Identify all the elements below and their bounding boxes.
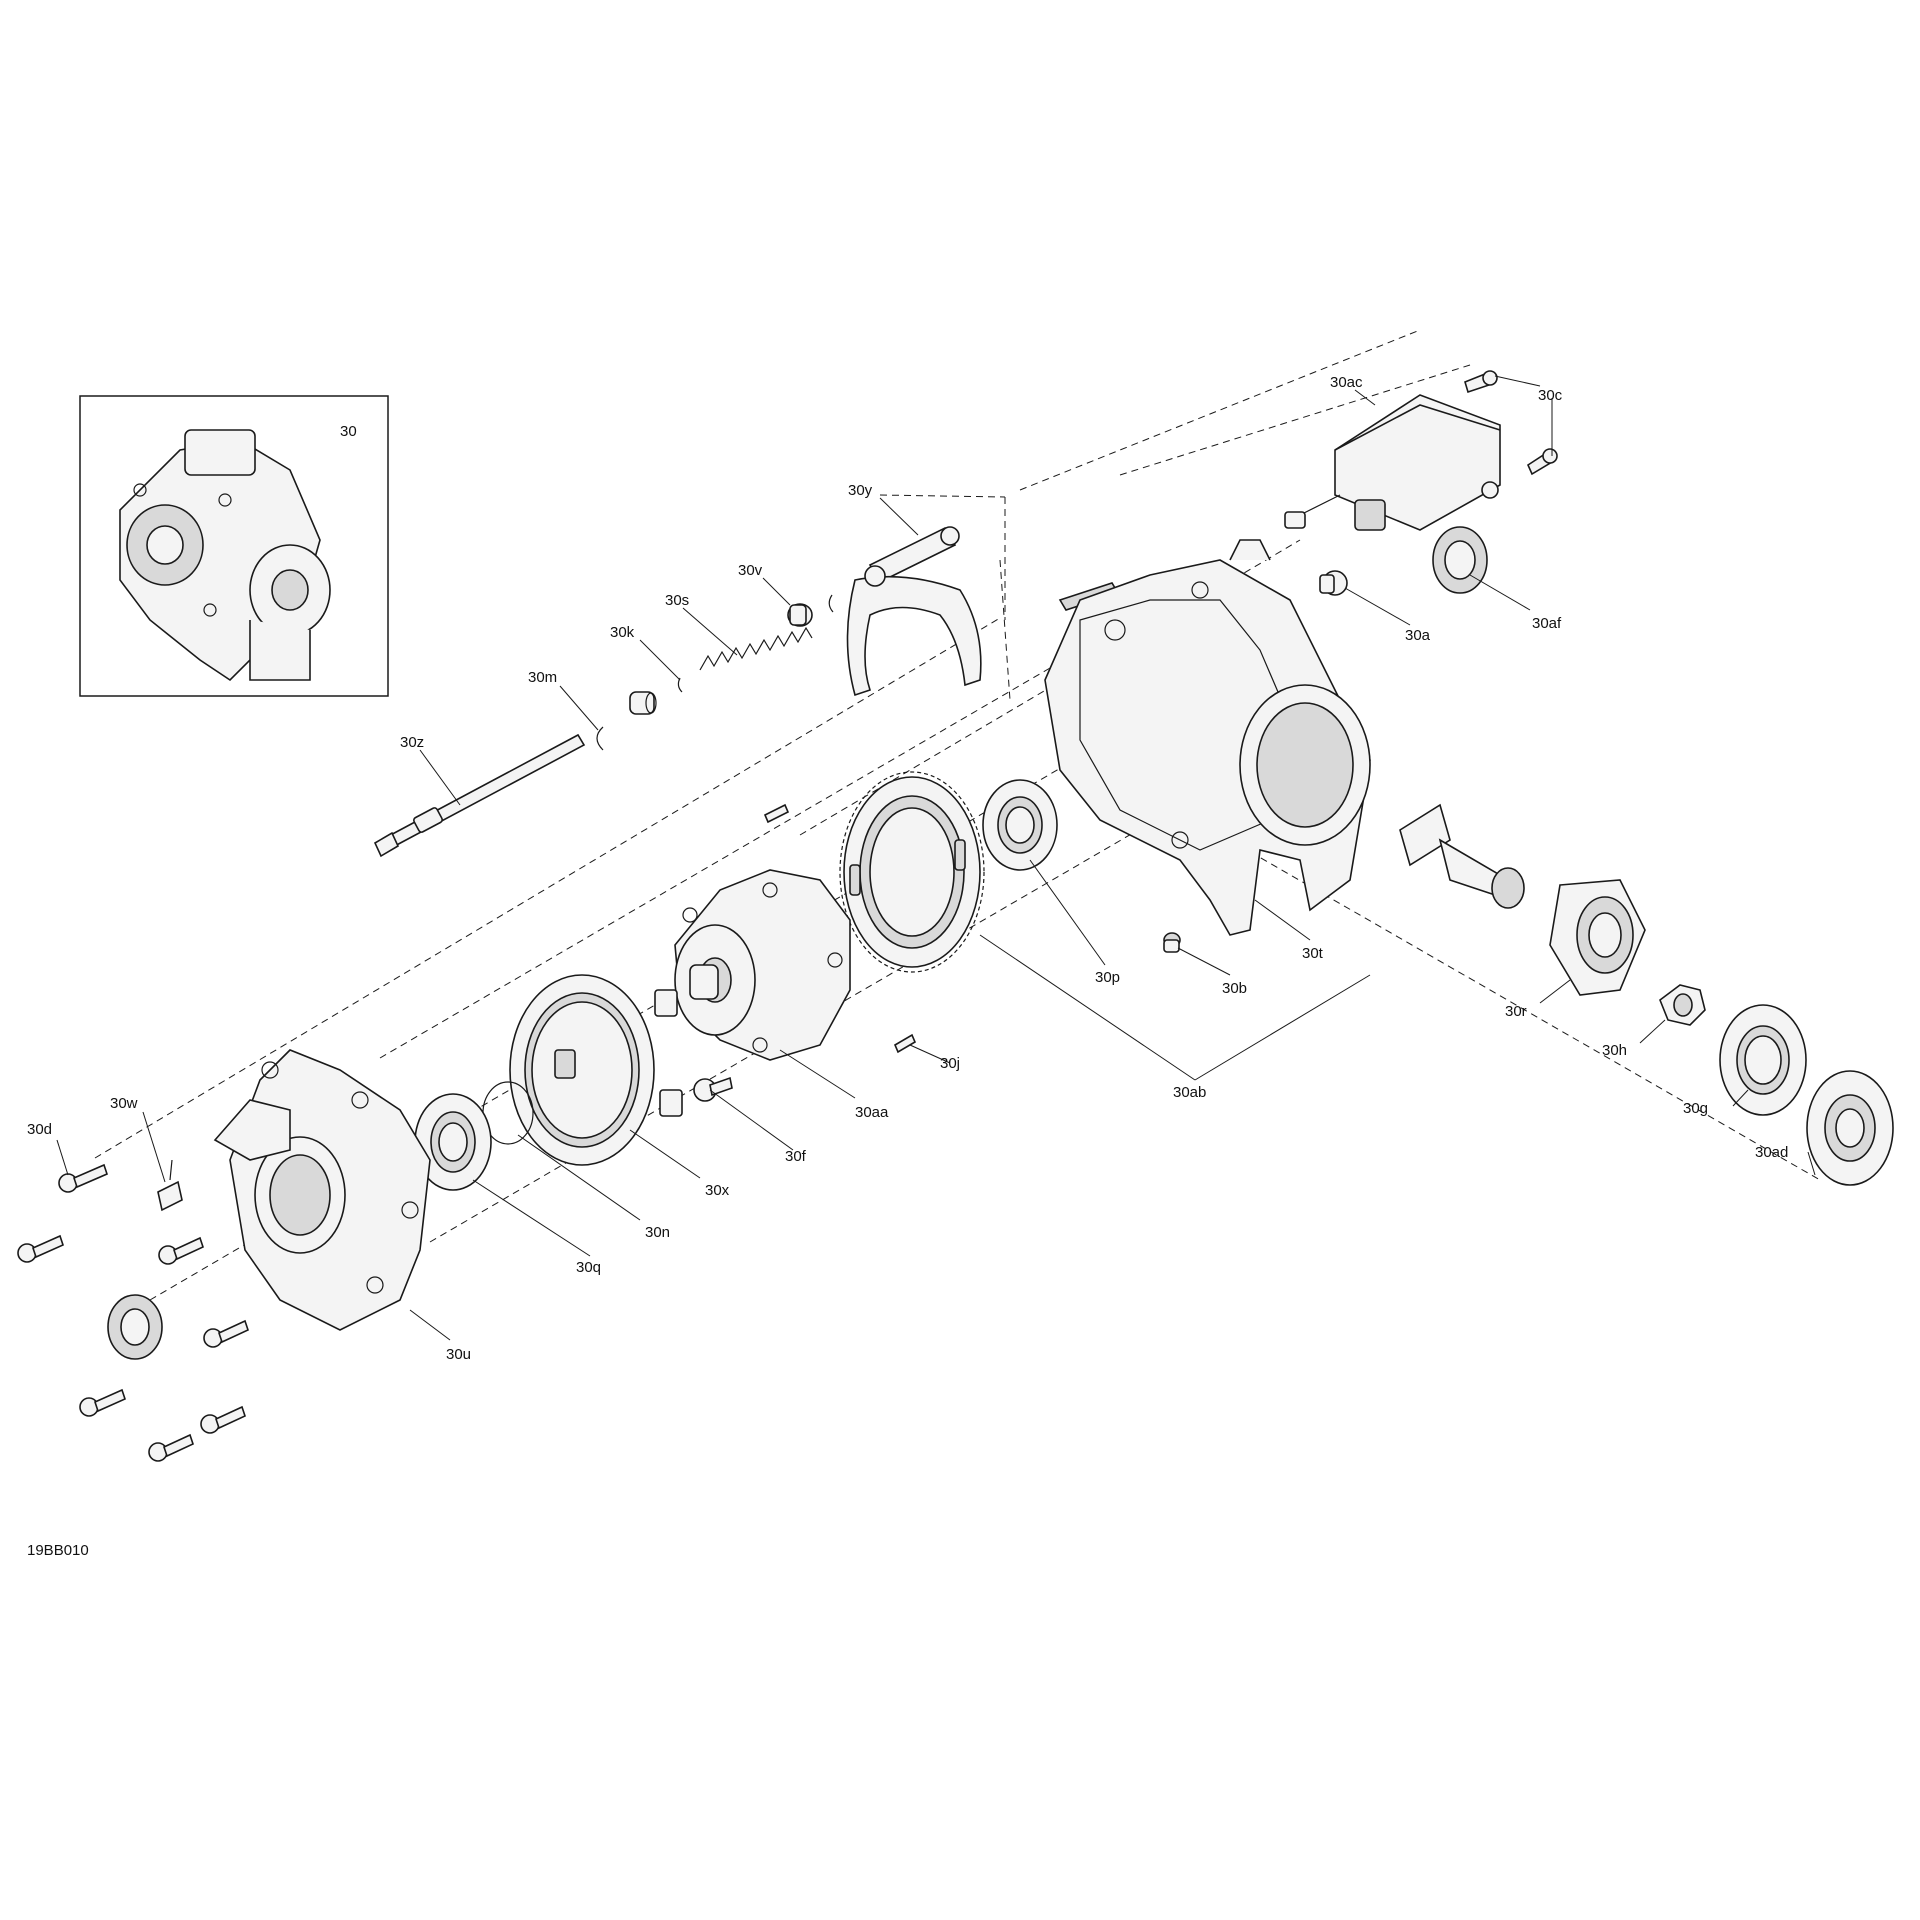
callout-30b: 30b: [1222, 980, 1247, 997]
callout-30af: 30af: [1532, 615, 1562, 632]
callout-30k: 30k: [610, 624, 635, 641]
collar-30k: [629, 677, 683, 715]
cover-oil-seal: [107, 1294, 163, 1360]
bolt-1: [58, 1163, 108, 1193]
bolt-2: [17, 1234, 64, 1263]
callout-30ac: 30ac: [1330, 374, 1363, 391]
differential-30aa: [674, 869, 851, 1061]
ring-gear-30ab: [839, 771, 985, 973]
callout-30v: 30v: [738, 562, 763, 579]
leader-lines: [56, 375, 1816, 1341]
callout-30x: 30x: [705, 1182, 730, 1199]
callout-30p: 30p: [1095, 969, 1120, 986]
bolt-6: [200, 1405, 246, 1434]
callout-30u: 30u: [446, 1346, 471, 1363]
callout-30ab: 30ab: [1173, 1084, 1206, 1101]
callout-30g: 30g: [1683, 1100, 1708, 1117]
callout-30q: 30q: [576, 1259, 601, 1276]
pinion-shaft: [1399, 803, 1525, 909]
callout-30ad: 30ad: [1755, 1144, 1788, 1161]
callout-30j: 30j: [940, 1055, 960, 1072]
bearing-30q: [414, 1093, 492, 1191]
callout-30t: 30t: [1302, 945, 1324, 962]
bolt-5: [79, 1388, 126, 1417]
callout-30h: 30h: [1602, 1042, 1627, 1059]
bolts-30d: [17, 1163, 249, 1462]
nut-30h: [1659, 984, 1706, 1026]
spring-30s: [699, 626, 813, 671]
actuator-30ac: [1284, 394, 1501, 531]
figure-code: 19BB010: [27, 1542, 89, 1559]
shift-rod-30z: [373, 733, 586, 858]
seal-30ad: [1806, 1070, 1894, 1186]
callout-30f: 30f: [785, 1148, 807, 1165]
screw-30f: [693, 1076, 733, 1102]
coupler-30g: [1719, 1004, 1807, 1116]
callout-30z: 30z: [400, 734, 424, 751]
inset-assembly: 30: [79, 395, 389, 697]
pin-30j: [893, 1033, 917, 1054]
drain-plug-30b: [1163, 932, 1181, 953]
bushing-30v: [787, 594, 834, 627]
callout-30c: 30c: [1538, 387, 1563, 404]
callout-30aa: 30aa: [855, 1104, 889, 1121]
callout-30w: 30w: [110, 1095, 138, 1112]
callout-30m: 30m: [528, 669, 557, 686]
bearing-30r: [1549, 879, 1646, 996]
screws-30c: [1464, 370, 1558, 476]
cover-30u: [213, 1049, 431, 1331]
dog-clutch-30x: [509, 974, 683, 1166]
callout-30y: 30y: [848, 482, 873, 499]
callout-labels: 30ac 30c 30y 30v 30s 30k 30m 30z 30a 30a…: [27, 374, 1788, 1363]
oil-seal-30af: [1432, 526, 1488, 594]
dowel-pin-upper: [763, 803, 790, 824]
callout-30d: 30d: [27, 1121, 52, 1138]
shift-fork-30y: [846, 526, 982, 697]
callout-30r: 30r: [1505, 1003, 1527, 1020]
breather-30w: [157, 1159, 183, 1212]
bearing-30p: [982, 779, 1058, 871]
bolt-4: [203, 1319, 249, 1348]
plug-30a: [1319, 570, 1348, 596]
inset-assembled-unit: [119, 429, 331, 682]
circlip-30m: [596, 726, 604, 751]
bolt-7: [148, 1433, 194, 1462]
bolt-3: [158, 1236, 204, 1265]
callout-30n: 30n: [645, 1224, 670, 1241]
callout-30a: 30a: [1405, 627, 1431, 644]
inset-label: 30: [340, 423, 357, 440]
housing-30t: [1044, 539, 1371, 936]
callout-30s: 30s: [665, 592, 689, 609]
